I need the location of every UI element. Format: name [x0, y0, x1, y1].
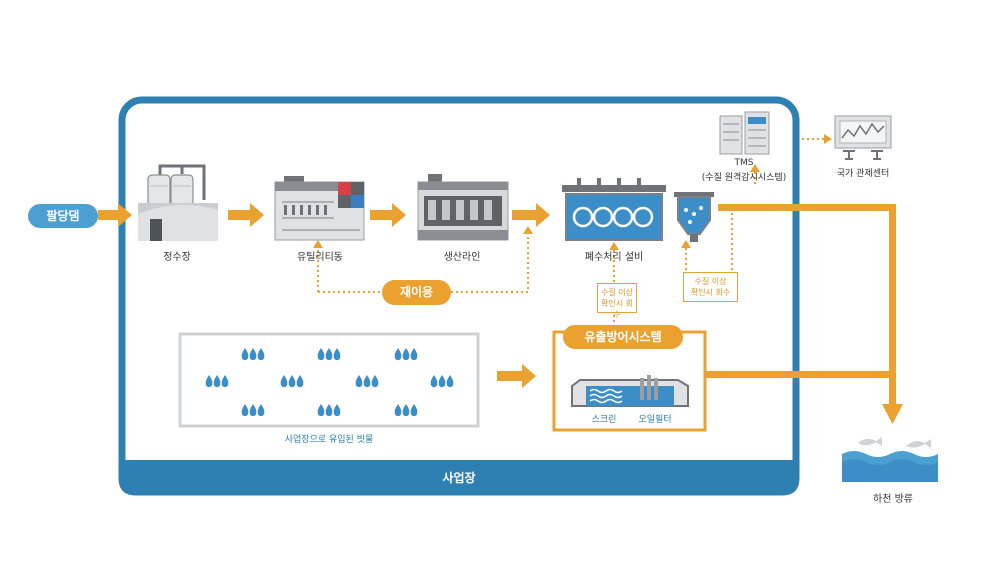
raindrop-icon — [249, 404, 257, 417]
raindrop-icon — [410, 348, 418, 361]
screen-label: 스크린 — [591, 415, 617, 425]
raindrop-icon — [333, 404, 341, 417]
tms-label-line2: (수질 원격감시시스템) — [701, 173, 787, 183]
tms-icon — [719, 111, 770, 155]
utility-icon — [274, 176, 365, 241]
raindrop-icon — [317, 404, 325, 417]
raindrop-icon — [394, 348, 402, 361]
raindrop-icon — [363, 375, 371, 388]
wastewater-label: 폐수처리 설비 — [584, 252, 644, 263]
raindrop-icon — [280, 375, 288, 388]
raindrop-icon — [325, 404, 333, 417]
control-center-icon — [834, 115, 892, 160]
raindrop-icon — [410, 404, 418, 417]
rainwater-label: 사업장으로 유입된 빗물 — [284, 435, 374, 445]
raindrop-icon — [402, 404, 410, 417]
arrow-rain-to-leak — [497, 364, 536, 388]
recovery-note-left-line1: 수질 이상 — [601, 288, 633, 297]
fish-icon — [906, 439, 931, 448]
site-label: 사업장 — [442, 471, 476, 485]
utility-label: 유틸리티동 — [297, 252, 343, 263]
wastewater-icon — [562, 178, 714, 242]
arrow-to-utility — [228, 203, 264, 227]
arrow-to-wastewater — [512, 203, 550, 227]
recovery-note-left-line2: 확인시 회수 — [601, 299, 633, 319]
fish-icon — [858, 437, 882, 446]
river-label: 하천 방류 — [873, 494, 913, 505]
recovery-note-right-line2: 확인시 회수 — [690, 288, 731, 297]
control-center-label: 국가 관제센터 — [836, 169, 890, 179]
oil-filter-label: 오일필터 — [638, 415, 672, 425]
production-label: 생산라인 — [443, 252, 481, 263]
raindrop-icon — [438, 375, 446, 388]
raindrop-icon — [446, 375, 454, 388]
raindrop-icon — [355, 375, 363, 388]
reuse-label: 재이용 — [399, 285, 434, 299]
raindrop-icon — [430, 375, 438, 388]
leak-system-pill — [563, 325, 683, 349]
dotted-arrowheads — [313, 134, 832, 250]
raindrop-icon — [241, 348, 249, 361]
raindrop-icon — [257, 348, 265, 361]
raindrops — [205, 348, 454, 417]
leak-system-equipment — [571, 375, 689, 407]
raindrop-icon — [371, 375, 379, 388]
source-label: 팔당댐 — [46, 209, 80, 223]
water-plant-label: 정수장 — [163, 252, 191, 263]
water-plant-icon — [138, 164, 218, 241]
production-line-icon — [417, 174, 509, 241]
tms-label-line1: TMS — [734, 158, 754, 168]
recovery-note-left: 수질 이상 확인시 회수 — [597, 283, 637, 319]
reuse-pill — [382, 280, 451, 305]
raindrop-icon — [325, 348, 333, 361]
raindrop-icon — [241, 404, 249, 417]
arrow-to-production — [370, 203, 406, 227]
recovery-note-right-line1: 수질 이상 — [694, 277, 727, 286]
river-icon — [842, 437, 938, 482]
raindrop-icon — [296, 375, 304, 388]
site-boundary — [118, 96, 800, 496]
raindrop-icon — [402, 348, 410, 361]
arrow-to-water-plant — [98, 203, 132, 227]
recovery-note-right: 수질 이상 확인시 회수 — [683, 272, 738, 302]
discharge-line — [706, 204, 903, 424]
raindrop-icon — [333, 348, 341, 361]
process-arrows — [98, 203, 550, 388]
raindrop-icon — [213, 375, 221, 388]
leak-system-title: 유출방어시스템 — [584, 330, 662, 344]
raindrop-icon — [394, 404, 402, 417]
raindrop-icon — [205, 375, 213, 388]
raindrop-icon — [317, 348, 325, 361]
raindrop-icon — [249, 348, 257, 361]
raindrop-icon — [221, 375, 229, 388]
source-pill — [28, 204, 98, 228]
raindrop-icon — [257, 404, 265, 417]
raindrop-icon — [288, 375, 296, 388]
